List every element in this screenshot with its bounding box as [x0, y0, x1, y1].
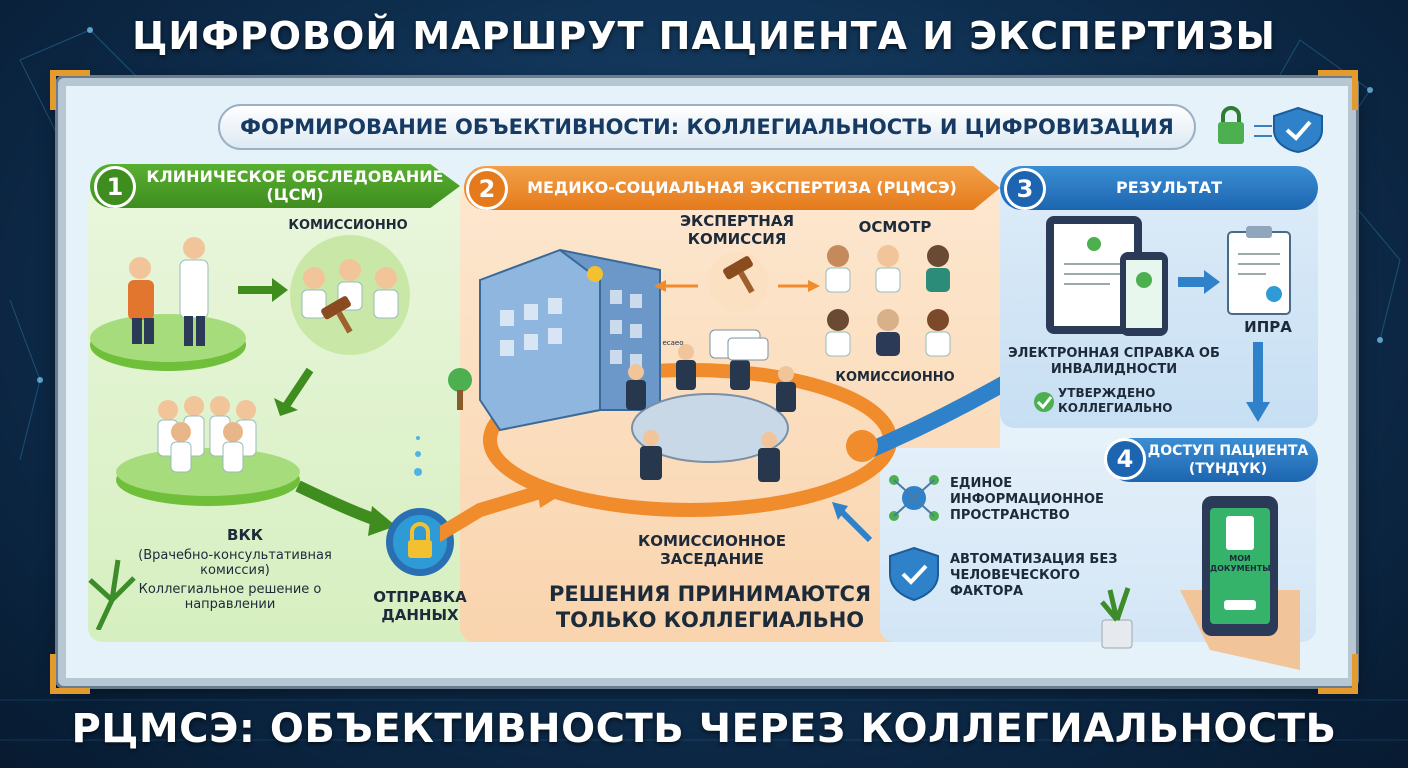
shield-check-icon — [1273, 106, 1323, 154]
plant-icon — [88, 559, 136, 630]
approved-label: УТВЕРЖДЕНО КОЛЛЕГИАЛЬНО — [1058, 386, 1173, 415]
data-lock-icon — [408, 522, 432, 558]
corner-frame-bl — [50, 654, 90, 694]
vkk-title: ВКК — [227, 526, 263, 544]
corner-frame-tl — [50, 70, 90, 110]
vkk-description: (Врачебно-консультативная комиссия) — [138, 548, 332, 578]
step4-number: 4 — [1104, 438, 1146, 480]
step1-illustration — [88, 235, 454, 630]
step3-number: 3 — [1004, 168, 1046, 210]
page-footer: РЦМСЭ: ОБЪЕКТИВНОСТЬ ЧЕРЕЗ КОЛЛЕГИАЛЬНОС… — [71, 706, 1337, 752]
patient-icon — [128, 257, 154, 344]
commission-doctors-icon — [301, 259, 399, 319]
phone-my-documents[interactable]: МОИ ДОКУМЕНТЫ — [1210, 554, 1271, 573]
network-globe-icon — [889, 475, 939, 521]
certificate-label: ЭЛЕКТРОННАЯ СПРАВКА ОБ ИНВАЛИДНОСТИ — [1008, 346, 1220, 377]
doctor-icon — [179, 237, 209, 346]
gavel-icon — [321, 296, 353, 334]
step1-commission-label: КОМИССИОННО — [288, 218, 408, 233]
info-space-label: ЕДИНОЕ ИНФОРМАЦИОННОЕ ПРОСТРАНСТВО — [950, 476, 1104, 523]
ipra-label: ИПРА — [1244, 318, 1292, 336]
lock-icon — [1218, 106, 1244, 144]
step4-illustration — [889, 475, 1300, 670]
decision-line2: ТОЛЬКО КОЛЛЕГИАЛЬНО — [555, 608, 865, 632]
step2-illustration — [440, 245, 1000, 543]
judge-gavel-icon — [723, 256, 755, 294]
step3-header: РЕЗУЛЬТАТ — [1000, 166, 1318, 210]
transfer-arrows-icon — [1254, 125, 1272, 137]
phone-icon — [1120, 252, 1168, 336]
subtitle-banner: ФОРМИРОВАНИЕ ОБЪЕКТИВНОСТИ: КОЛЛЕГИАЛЬНО… — [218, 104, 1196, 150]
approved-check-icon — [1034, 392, 1054, 412]
exam-label: ОСМОТР — [858, 218, 932, 236]
decision-line1: РЕШЕНИЯ ПРИНИМАЮТСЯ — [548, 582, 872, 606]
building-icon — [479, 248, 661, 432]
step1-number: 1 — [94, 166, 136, 208]
corner-frame-tr — [1318, 70, 1358, 110]
step1-header: КЛИНИЧЕСКОЕ ОБСЛЕДОВАНИЕ (ЦСМ) — [90, 164, 460, 208]
exam-people-icon — [825, 245, 951, 357]
expert-commission-label: ЭКСПЕРТНАЯ КОМИССИЯ — [679, 212, 795, 248]
corner-frame-br — [1318, 654, 1358, 694]
meeting-label: КОМИССИОННОЕ ЗАСЕДАНИЕ — [638, 532, 786, 568]
vkk-group-icon — [157, 396, 257, 473]
send-data-label: ОТПРАВКА ДАННЫХ — [373, 588, 467, 624]
step2-commission-label: КОМИССИОННО — [835, 370, 955, 385]
page-title: ЦИФРОВОЙ МАРШРУТ ПАЦИЕНТА И ЭКСПЕРТИЗЫ — [132, 14, 1276, 58]
vkk-decision: Коллегиальное решение о направлении — [138, 582, 322, 612]
speech-bubble-icon — [709, 329, 769, 361]
clipboard-ipra-icon — [1227, 226, 1291, 315]
plant-right-icon — [1100, 587, 1133, 649]
tree-icon — [448, 368, 472, 410]
speech-bubble-text: ecaeo — [662, 339, 684, 347]
hand-phone-icon — [1180, 496, 1300, 670]
automation-label: АВТОМАТИЗАЦИЯ БЕЗ ЧЕЛОВЕЧЕСКОГО ФАКТОРА — [950, 552, 1118, 599]
step2-header: МЕДИКО-СОЦИАЛЬНАЯ ЭКСПЕРТИЗА (РЦМСЭ) — [464, 166, 1000, 210]
shield-automation-icon — [889, 546, 939, 602]
step3-illustration — [1034, 216, 1291, 422]
security-icons — [1218, 106, 1323, 154]
step2-number: 2 — [466, 168, 508, 210]
